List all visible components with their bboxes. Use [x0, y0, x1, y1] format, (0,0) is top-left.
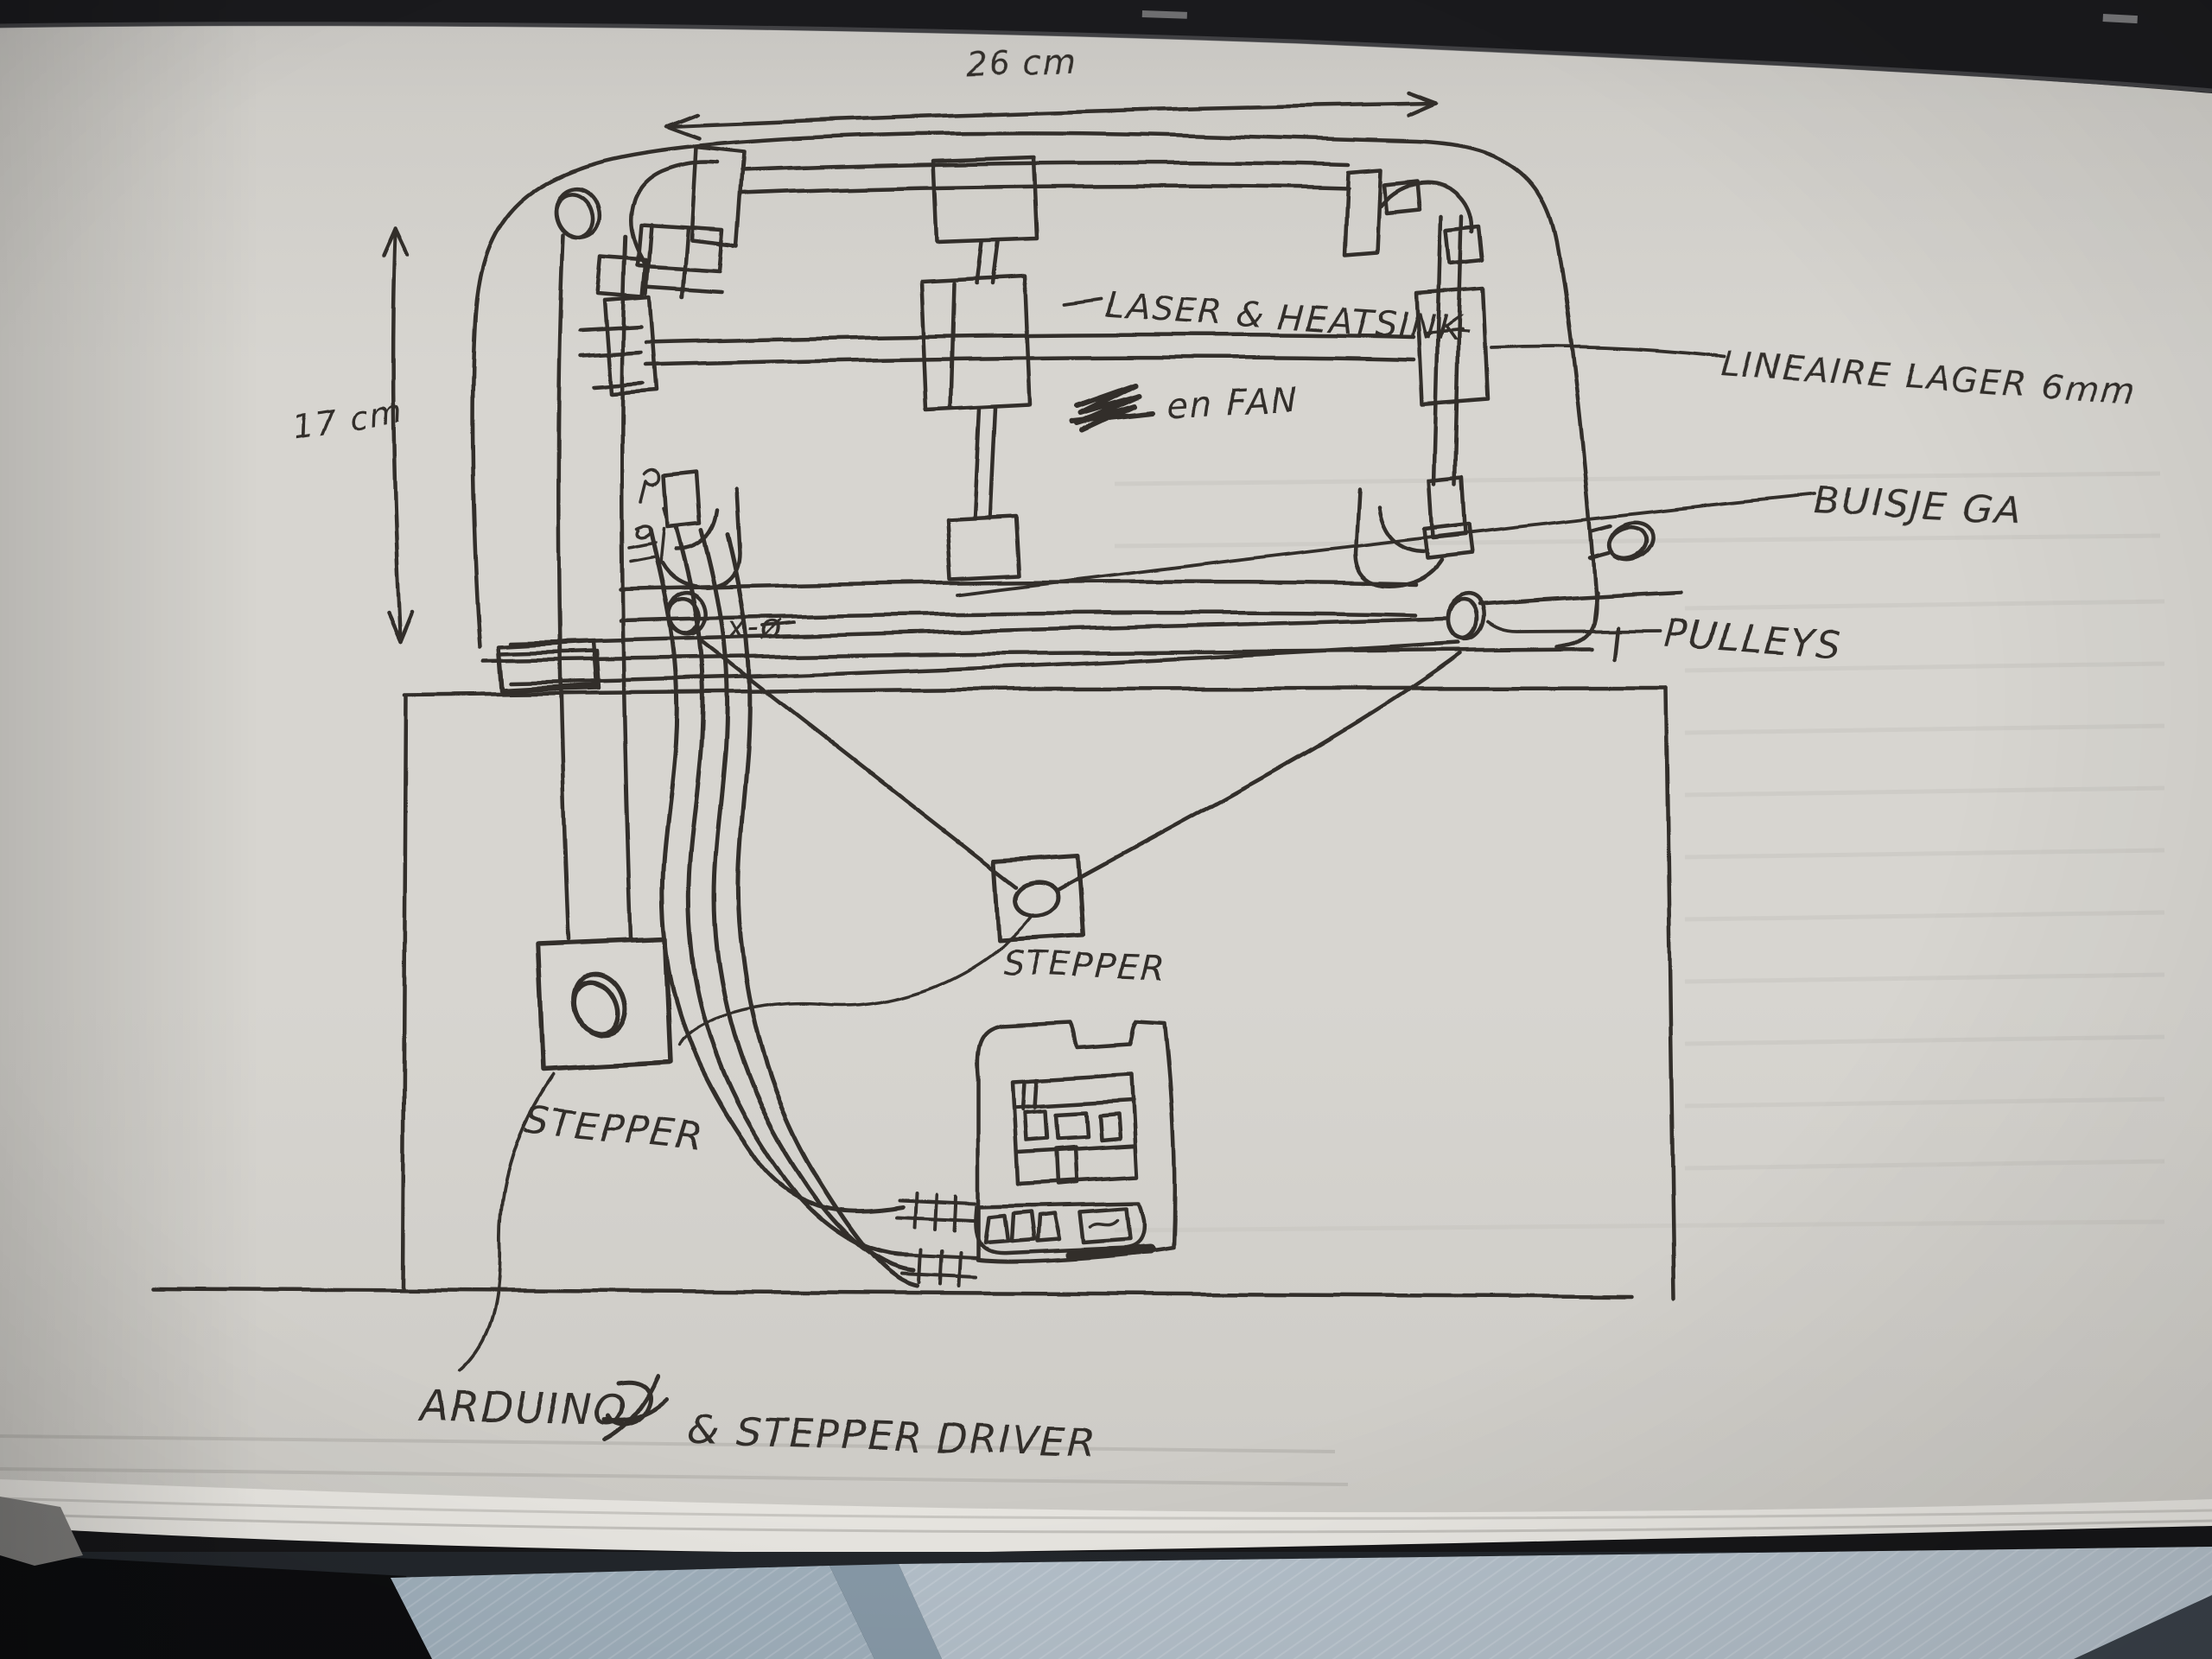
page-left-shadow: [0, 0, 259, 1659]
